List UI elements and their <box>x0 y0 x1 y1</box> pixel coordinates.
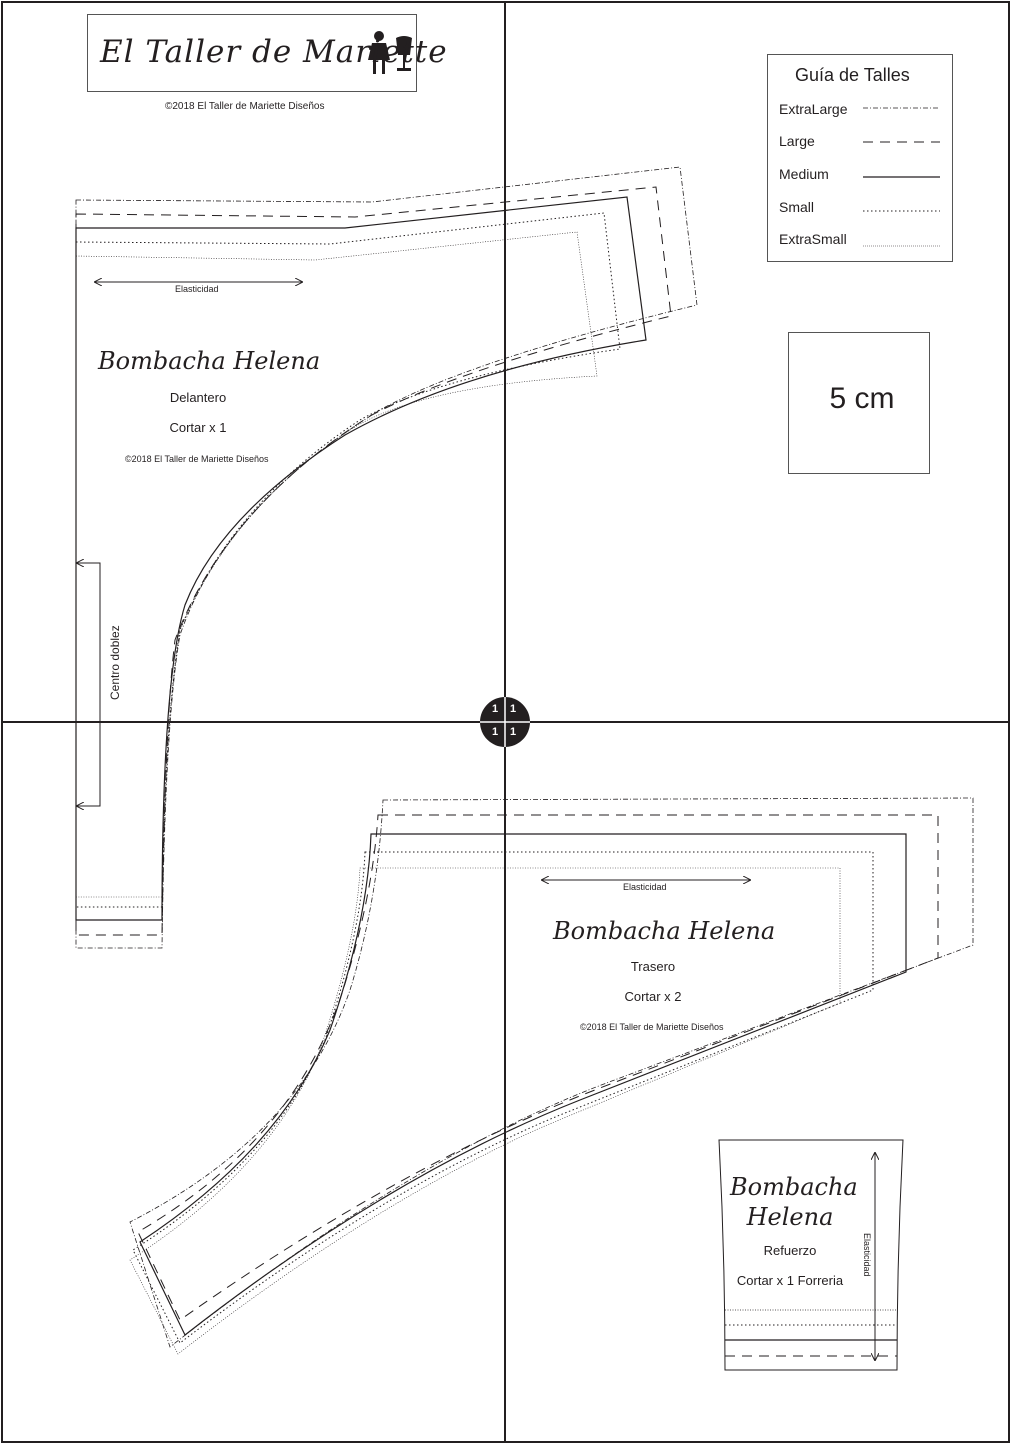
back-piece-name: Trasero <box>630 959 676 974</box>
back-piece-title: Bombacha Helena <box>553 917 776 945</box>
size-label-large: Large <box>779 133 815 149</box>
back-outline-medium <box>139 833 907 1336</box>
gusset-piece-cut: Cortar x 1 Forreria <box>736 1273 844 1288</box>
back-outline-large <box>137 814 939 1321</box>
front-outline-small <box>75 212 621 908</box>
header-copyright: ©2018 El Taller de Mariette Diseños <box>165 101 325 112</box>
gusset-piece-outlines <box>718 1139 904 1371</box>
dressmaker-figure-icon <box>368 31 412 74</box>
front-piece-name: Delantero <box>169 390 227 405</box>
logo-box <box>87 14 417 92</box>
size-guide-box <box>767 54 953 262</box>
back-outline-extrasmall <box>129 867 841 1355</box>
back-elastic-label: Elasticidad <box>623 882 667 892</box>
gusset-title-line2: Helena <box>746 1203 834 1231</box>
back-piece-outlines <box>129 797 974 1355</box>
gusset-outline <box>718 1139 904 1371</box>
front-outline-medium <box>75 196 647 921</box>
legend-line-samples <box>863 107 940 247</box>
front-fold-bracket <box>77 563 101 806</box>
front-outline-extralarge <box>75 166 698 949</box>
size-label-medium: Medium <box>779 166 829 182</box>
front-elastic-label: Elasticidad <box>175 284 219 294</box>
front-outline-large <box>75 186 672 936</box>
gusset-title-line1: Bombacha <box>730 1173 858 1201</box>
size-label-small: Small <box>779 199 815 215</box>
gusset-elastic-label: Elasticidad <box>862 1233 872 1277</box>
size-label-extralarge: ExtraLarge <box>779 101 848 117</box>
page-marker-number: 1 <box>491 726 499 738</box>
size-label-extrasmall: ExtraSmall <box>779 231 847 247</box>
front-piece-outlines <box>75 166 698 949</box>
front-outline-extrasmall <box>75 231 598 898</box>
front-piece-title: Bombacha Helena <box>98 347 321 375</box>
front-piece-copyright: ©2018 El Taller de Mariette Diseños <box>125 454 269 464</box>
page-marker <box>480 697 530 747</box>
back-outline-small <box>132 851 874 1344</box>
brand-logo-text: El Taller de Mariette <box>100 34 448 70</box>
scale-label: 5 cm <box>829 382 895 415</box>
gusset-piece-name: Refuerzo <box>763 1243 817 1258</box>
page-marker-number: 1 <box>509 726 517 738</box>
front-fold-label: Centro doblez <box>108 625 122 700</box>
front-piece-cut: Cortar x 1 <box>169 420 227 435</box>
back-piece-cut: Cortar x 2 <box>624 989 682 1004</box>
page-marker-number: 1 <box>491 703 499 715</box>
page-marker-number: 1 <box>509 703 517 715</box>
scale-square <box>788 332 930 474</box>
back-piece-copyright: ©2018 El Taller de Mariette Diseños <box>580 1022 724 1032</box>
size-guide-title: Guía de Talles <box>795 65 910 85</box>
